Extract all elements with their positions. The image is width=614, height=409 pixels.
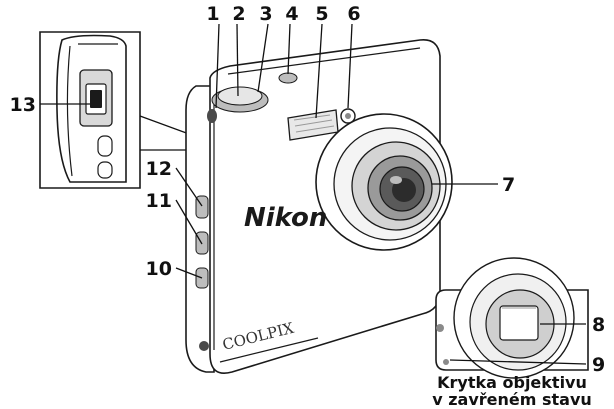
camera-body: Nikon COOLPIX <box>185 39 453 374</box>
callout-12: 12 <box>146 158 172 180</box>
callout-3: 3 <box>259 3 272 25</box>
side-detail-inset <box>39 31 201 189</box>
caption-line-2: v zavřeném stavu <box>432 390 592 409</box>
callout-numbers: 1 2 3 4 5 6 7 8 9 10 11 12 13 <box>10 3 606 376</box>
callout-7: 7 <box>502 174 515 196</box>
caption-line-1: Krytka objektivu <box>437 373 587 392</box>
callout-10: 10 <box>146 258 172 280</box>
lens-cover-inset <box>435 257 589 379</box>
callout-13: 13 <box>10 94 36 116</box>
callout-8: 8 <box>592 314 605 336</box>
brand-logo: Nikon <box>244 203 327 233</box>
callout-4: 4 <box>285 3 298 25</box>
callout-11: 11 <box>146 190 172 212</box>
callout-5: 5 <box>315 3 328 25</box>
callout-9: 9 <box>592 354 605 376</box>
callout-1: 1 <box>206 3 219 25</box>
callout-6: 6 <box>347 3 360 25</box>
leader-lines <box>40 23 587 365</box>
callout-2: 2 <box>232 3 245 25</box>
